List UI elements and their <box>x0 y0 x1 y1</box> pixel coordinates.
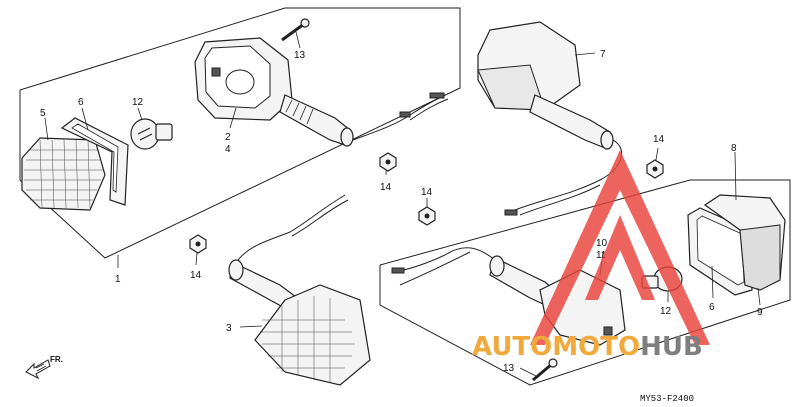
callout-6-left: 6 <box>78 97 84 108</box>
lens-rear-right <box>703 194 786 291</box>
turn-signal-upper-right <box>477 21 614 150</box>
callout-3: 3 <box>226 323 232 334</box>
front-direction-label: FR. <box>50 355 63 364</box>
callout-2: 2 <box>225 132 231 143</box>
group-outline-right <box>379 179 791 386</box>
bulb-left <box>130 118 173 150</box>
nut-c <box>189 234 207 254</box>
callout-9: 9 <box>757 307 763 318</box>
callout-13-upper: 13 <box>294 50 306 61</box>
callout-5: 5 <box>40 108 46 119</box>
callout-14-b: 14 <box>421 187 433 198</box>
callout-10: 10 <box>596 238 608 249</box>
nut-b <box>418 206 436 226</box>
callout-12-right: 12 <box>660 306 672 317</box>
wire-lower-right <box>394 247 496 273</box>
callout-14-a: 14 <box>380 182 392 193</box>
callout-14-c: 14 <box>190 270 202 281</box>
watermark-prefix: AUTOMOTO <box>472 332 640 362</box>
lens-front-left <box>21 137 106 211</box>
nut-d <box>646 159 664 179</box>
diagram-code: MY53-F2400 <box>640 394 694 404</box>
gasket-right <box>687 207 753 296</box>
callout-4: 4 <box>225 144 231 155</box>
callout-14-d: 14 <box>653 134 665 145</box>
callout-12-left: 12 <box>132 97 144 108</box>
group-outline-left <box>19 7 461 259</box>
wire-upper-right <box>514 139 623 211</box>
watermark-logo <box>530 150 710 345</box>
watermark-text: AUTOMOTOHUB <box>472 332 703 362</box>
housing-rear-upper <box>194 37 354 147</box>
front-direction-arrow: FR. <box>25 355 63 380</box>
callout-7: 7 <box>600 49 606 60</box>
callout-13-lower: 13 <box>503 363 515 374</box>
gasket-left <box>60 117 129 206</box>
screw-lower <box>532 358 558 382</box>
screw-upper <box>281 18 310 42</box>
logo-mountain-icon <box>530 150 710 345</box>
callout-6-right: 6 <box>709 302 715 313</box>
nut-a <box>379 152 397 172</box>
wire-lower-left <box>237 194 346 261</box>
callout-8: 8 <box>731 143 737 154</box>
turn-signal-lower-left <box>228 259 371 386</box>
callout-11: 11 <box>596 250 607 261</box>
watermark-suffix: HUB <box>640 332 703 362</box>
callout-1: 1 <box>115 274 121 285</box>
